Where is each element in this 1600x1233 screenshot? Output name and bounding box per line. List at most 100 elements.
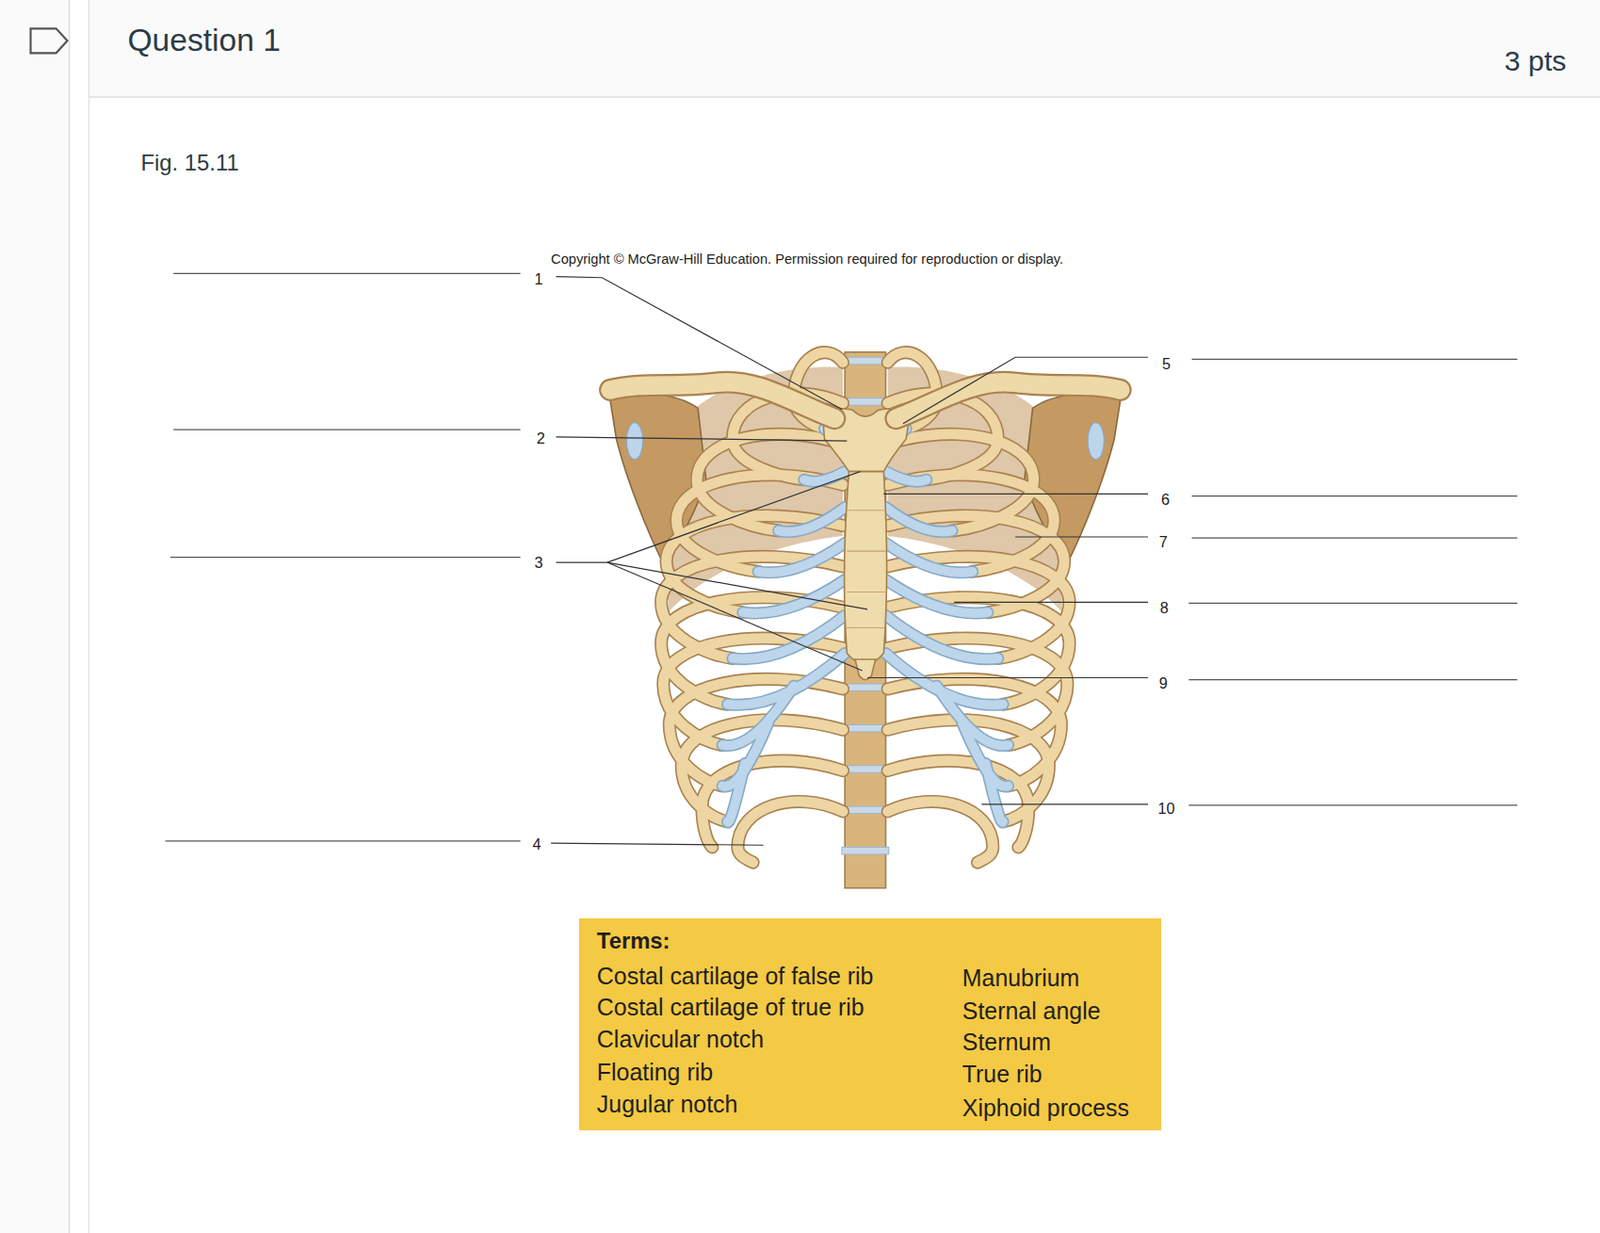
- cartilage-outline: [886, 471, 927, 483]
- figure-number: Fig. 15.11: [141, 150, 240, 177]
- costal-cartilage: [886, 507, 953, 533]
- disc: [841, 846, 889, 855]
- term: Sternum: [962, 1028, 1051, 1056]
- leader-line: [867, 677, 1148, 679]
- term: True rib: [962, 1060, 1043, 1088]
- points-value: 3 pts: [1503, 45, 1567, 79]
- clavicle-outline: [610, 382, 835, 420]
- answer-line: [1192, 495, 1519, 497]
- rib-outline: [737, 801, 843, 863]
- callout-number: 7: [1159, 533, 1168, 551]
- callout-number: 10: [1157, 799, 1175, 818]
- rib-outline: [888, 801, 994, 863]
- term: Costal cartilage of false rib: [597, 962, 873, 990]
- cartilage-outline: [886, 614, 999, 659]
- costal-cartilage: [886, 471, 927, 483]
- copyright-notice: Copyright © McGraw-Hill Education. Permi…: [550, 251, 1064, 268]
- leader-line: [883, 493, 1148, 495]
- costal-cartilage: [727, 763, 745, 823]
- clavicle-outline: [895, 382, 1120, 420]
- terms-box: Terms: Costal cartilage of false ribCosta…: [579, 918, 1162, 1131]
- leader-line: [1015, 535, 1148, 537]
- term: Costal cartilage of true rib: [597, 993, 865, 1021]
- callout-number: 4: [532, 835, 541, 854]
- costal-cartilage: [985, 763, 1003, 823]
- term: Jugular notch: [597, 1090, 739, 1118]
- answer-line: [1188, 678, 1518, 680]
- callout-number: 6: [1161, 490, 1170, 509]
- cartilage-outline: [727, 763, 745, 823]
- leader-line: [607, 562, 868, 610]
- costal-cartilage: [732, 614, 845, 659]
- rib: [737, 801, 843, 863]
- rib: [888, 678, 1062, 786]
- cartilage-outline: [804, 471, 845, 483]
- answer-blanks: [165, 273, 1519, 841]
- question-title: Question 1: [127, 22, 280, 60]
- answer-line: [170, 556, 521, 558]
- leader-line: [550, 842, 763, 845]
- costal-cartilage: [804, 471, 845, 483]
- callout-number: 3: [534, 553, 544, 572]
- callout-number: 8: [1160, 597, 1169, 616]
- answer-line: [173, 429, 520, 431]
- side-border: [68, 0, 70, 1233]
- leader-line: [607, 471, 861, 563]
- cartilage-outline: [778, 507, 845, 533]
- costal-cartilage: [886, 614, 999, 659]
- leader-line: [981, 803, 1148, 805]
- costal-cartilage: [778, 507, 845, 533]
- content-border: [88, 0, 90, 1233]
- answer-line: [1192, 358, 1519, 360]
- terms-heading: Terms:: [597, 927, 671, 954]
- clavicles: [610, 382, 1121, 420]
- leader-line: [556, 276, 842, 410]
- sternum: [822, 408, 910, 680]
- leader-lines: [550, 276, 1148, 846]
- rib: [888, 801, 994, 863]
- callout-number: 9: [1159, 674, 1168, 693]
- cartilage-outline: [758, 542, 845, 572]
- callout-number: 5: [1162, 354, 1171, 372]
- clavicle: [895, 382, 1120, 420]
- costal-cartilages: [722, 426, 1008, 823]
- leader-line: [953, 601, 1148, 603]
- term: Clavicular notch: [597, 1025, 764, 1053]
- leader-line: [556, 561, 608, 563]
- shoulder-cartilage: [626, 422, 643, 460]
- leader-line: [607, 562, 863, 671]
- sternal-body: [844, 471, 888, 664]
- sternal-segments: [846, 510, 886, 629]
- answer-line: [173, 273, 520, 275]
- clavicle: [610, 382, 835, 420]
- shoulder-cartilage: [1087, 422, 1104, 460]
- answer-line: [165, 840, 521, 841]
- rib: [669, 678, 843, 786]
- leader-line: [903, 356, 1148, 423]
- header-bar: [88, 0, 1600, 97]
- bookmark-icon: [31, 28, 68, 53]
- answer-line: [1188, 602, 1518, 604]
- cartilage-outline: [886, 507, 953, 533]
- costal-cartilage: [886, 542, 973, 572]
- cartilage-outline: [886, 579, 988, 614]
- answer-line: [1192, 536, 1519, 538]
- side-strip: [0, 0, 70, 1233]
- cartilage-outline: [985, 763, 1003, 823]
- header-border: [88, 96, 1600, 97]
- rib-cage-illustration: [610, 352, 1121, 889]
- term: Manubrium: [962, 964, 1081, 992]
- cartilage-outline: [732, 614, 845, 659]
- costal-cartilage: [886, 579, 988, 614]
- callout-number: 2: [536, 428, 546, 447]
- term: Sternal angle: [962, 996, 1101, 1024]
- answer-line: [1188, 804, 1518, 806]
- costal-cartilage: [758, 542, 845, 572]
- term: Xiphoid process: [962, 1093, 1130, 1121]
- callout-number: 1: [534, 269, 544, 288]
- xiphoid: [855, 659, 876, 680]
- term: Floating rib: [597, 1057, 713, 1085]
- cartilage-outline: [886, 542, 973, 572]
- ribs: [661, 352, 1069, 862]
- leader-line: [556, 436, 848, 441]
